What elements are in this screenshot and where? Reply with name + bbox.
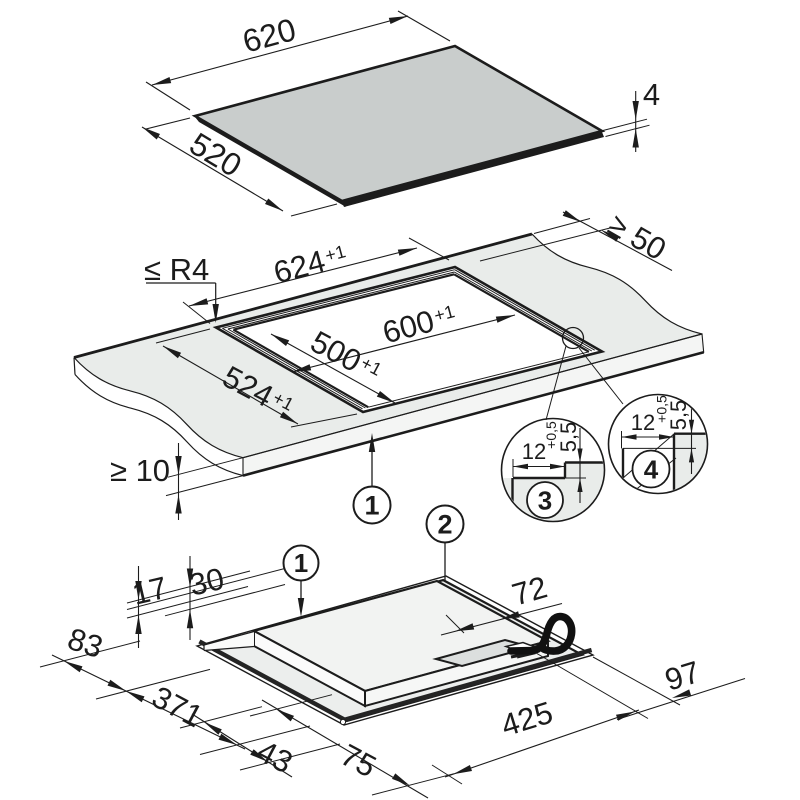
svg-text:+0,5: +0,5 [543, 421, 559, 449]
svg-text:4: 4 [643, 77, 660, 112]
svg-text:12: 12 [631, 410, 655, 435]
svg-text:+0,5: +0,5 [654, 395, 670, 423]
svg-text:≥ 10: ≥ 10 [110, 453, 170, 488]
svg-text:5,5: 5,5 [556, 422, 581, 453]
svg-text:12: 12 [522, 439, 546, 464]
svg-text:4: 4 [644, 455, 659, 485]
svg-text:2: 2 [437, 510, 452, 540]
svg-text:≤ R4: ≤ R4 [144, 252, 209, 287]
svg-text:17: 17 [129, 570, 170, 612]
svg-text:3: 3 [538, 486, 552, 516]
svg-text:1: 1 [364, 491, 379, 521]
svg-text:5,5: 5,5 [666, 400, 691, 431]
svg-text:30: 30 [186, 561, 227, 603]
svg-text:1: 1 [294, 548, 308, 578]
